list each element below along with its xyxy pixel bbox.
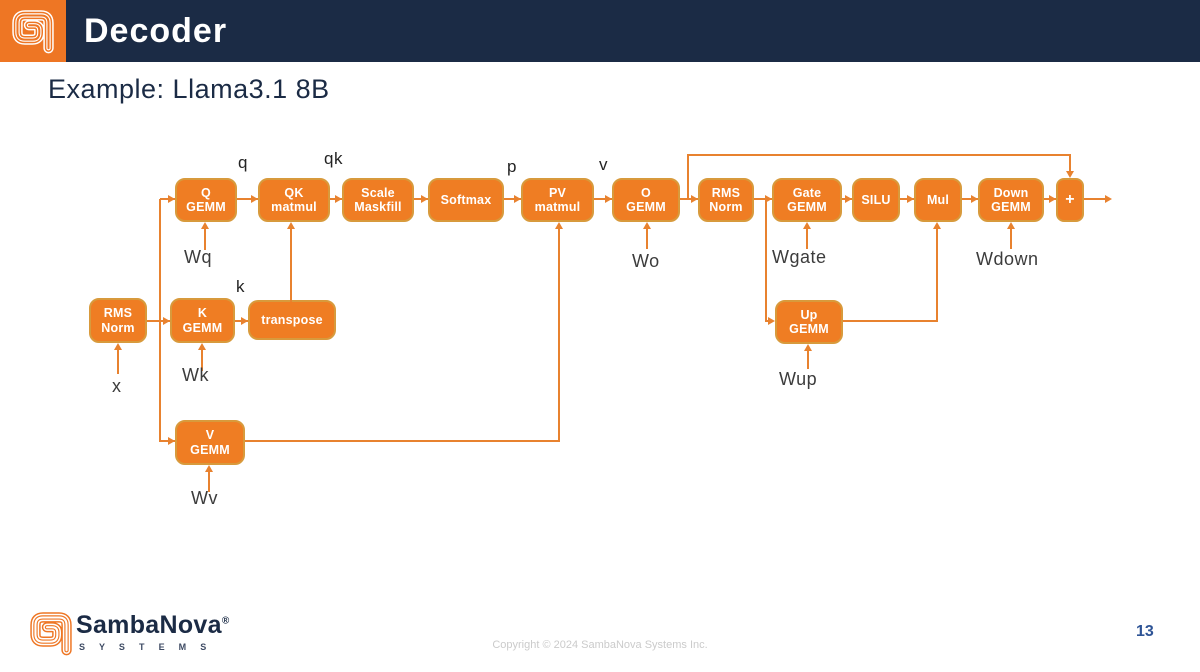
node-v-gemm: V GEMM: [175, 420, 245, 465]
connector: [160, 440, 175, 442]
connector: [147, 320, 170, 322]
node-mul: Mul: [914, 178, 962, 222]
arrowhead: [198, 343, 206, 350]
arrowhead: [971, 195, 978, 203]
arrowhead: [1007, 222, 1015, 229]
page-number: 13: [1136, 623, 1154, 640]
arrowhead: [1066, 171, 1074, 178]
arrowhead: [768, 317, 775, 325]
arrowhead: [804, 344, 812, 351]
node-gate-gemm: Gate GEMM: [772, 178, 842, 222]
node-q-gemm: Q GEMM: [175, 178, 237, 222]
node-down-gemm: Down GEMM: [978, 178, 1044, 222]
arrowhead: [287, 222, 295, 229]
connector: [843, 320, 938, 322]
label-wo: Wo: [632, 251, 660, 271]
node-softmax: Softmax: [428, 178, 504, 222]
connector: [201, 350, 203, 371]
arrowhead: [168, 195, 175, 203]
edge-label-k: k: [236, 277, 245, 296]
node-rms-norm-1: RMS Norm: [89, 298, 147, 343]
label-wdown: Wdown: [976, 249, 1039, 269]
connector: [962, 198, 978, 200]
arrowhead: [643, 222, 651, 229]
arrowhead: [114, 343, 122, 350]
label-wv: Wv: [191, 488, 218, 508]
arrowhead: [691, 195, 698, 203]
arrowhead: [514, 195, 521, 203]
arrowhead: [845, 195, 852, 203]
sambanova-logo-icon: [12, 10, 54, 54]
connector: [1084, 198, 1105, 200]
arrowhead: [1049, 195, 1056, 203]
arrowhead: [803, 222, 811, 229]
arrowhead: [168, 437, 175, 445]
edge-label-q: q: [238, 153, 248, 172]
connector: [1069, 154, 1071, 171]
label-wup: Wup: [779, 369, 818, 389]
connector: [504, 198, 521, 200]
arrowhead: [335, 195, 342, 203]
arrowhead: [201, 222, 209, 229]
arrowhead: [1105, 195, 1112, 203]
connector: [558, 228, 560, 442]
connector: [245, 440, 560, 442]
connector: [208, 472, 210, 492]
connector: [687, 154, 1071, 156]
arrowhead: [421, 195, 428, 203]
node-pv-matmul: PV matmul: [521, 178, 594, 222]
label-wgate: Wgate: [772, 247, 827, 267]
arrowhead: [605, 195, 612, 203]
connector: [687, 154, 689, 199]
node-scale-maskfill: Scale Maskfill: [342, 178, 414, 222]
connector: [936, 228, 938, 321]
edge-label-p: p: [507, 157, 517, 176]
connector: [237, 198, 258, 200]
arrowhead: [907, 195, 914, 203]
header-bar: Decoder: [0, 0, 1200, 62]
slide-subtitle: Example: Llama3.1 8B: [48, 74, 330, 104]
node-up-gemm: Up GEMM: [775, 300, 843, 344]
edge-label-v: v: [599, 155, 608, 174]
arrowhead: [555, 222, 563, 229]
arrowhead: [765, 195, 772, 203]
connector: [646, 229, 648, 249]
footer-brand-wordmark: SambaNova®: [76, 611, 230, 640]
connector: [160, 198, 175, 200]
connector: [765, 200, 767, 321]
node-o-gemm: O GEMM: [612, 178, 680, 222]
connector: [594, 198, 612, 200]
copyright-text: Copyright © 2024 SambaNova Systems Inc.: [492, 639, 708, 651]
arrowhead: [933, 222, 941, 229]
connector: [290, 228, 292, 302]
node-silu: SILU: [852, 178, 900, 222]
connector: [806, 229, 808, 249]
footer-brand-systems: S Y S T E M S: [79, 642, 213, 652]
connector: [754, 198, 772, 200]
node-residual-add: +: [1056, 178, 1084, 222]
connector: [1010, 229, 1012, 249]
node-qk-matmul: QK matmul: [258, 178, 330, 222]
label-wq: Wq: [184, 247, 212, 267]
sambanova-logo-square: [0, 0, 66, 62]
arrowhead: [163, 317, 170, 325]
label-x: x: [112, 376, 122, 396]
label-wk: Wk: [182, 365, 209, 385]
connector: [204, 229, 206, 250]
arrowhead: [241, 317, 248, 325]
edge-label-qk: qk: [324, 149, 343, 168]
page-title: Decoder: [84, 12, 228, 50]
node-transpose: transpose: [248, 300, 336, 340]
sambanova-footer-logo-icon: [30, 612, 72, 656]
node-rms-norm-2: RMS Norm: [698, 178, 754, 222]
node-k-gemm: K GEMM: [170, 298, 235, 343]
arrowhead: [251, 195, 258, 203]
connector: [680, 198, 698, 200]
arrowhead: [205, 465, 213, 472]
connector: [807, 351, 809, 369]
registered-mark: ®: [221, 615, 230, 627]
footer-brand-text: SambaNova: [76, 611, 222, 639]
connector: [117, 350, 119, 374]
